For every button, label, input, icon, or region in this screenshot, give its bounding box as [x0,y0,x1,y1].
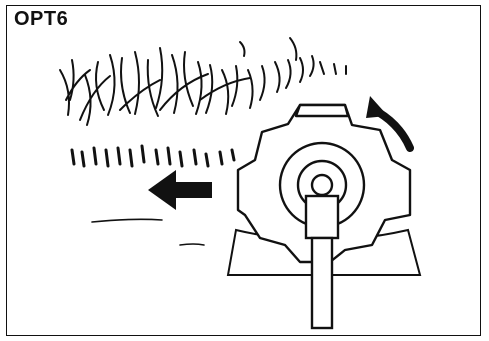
four-blade-trimmer-head-icon [236,103,412,264]
trimmer-shaft [304,194,340,330]
ground-lines [91,218,205,246]
rotation-arrow-icon [366,96,414,152]
grass-stubble [70,144,236,168]
left-arrow-icon [148,170,212,210]
grass-tufts-icon [59,37,347,126]
figure-label: OPT6 [14,8,69,30]
